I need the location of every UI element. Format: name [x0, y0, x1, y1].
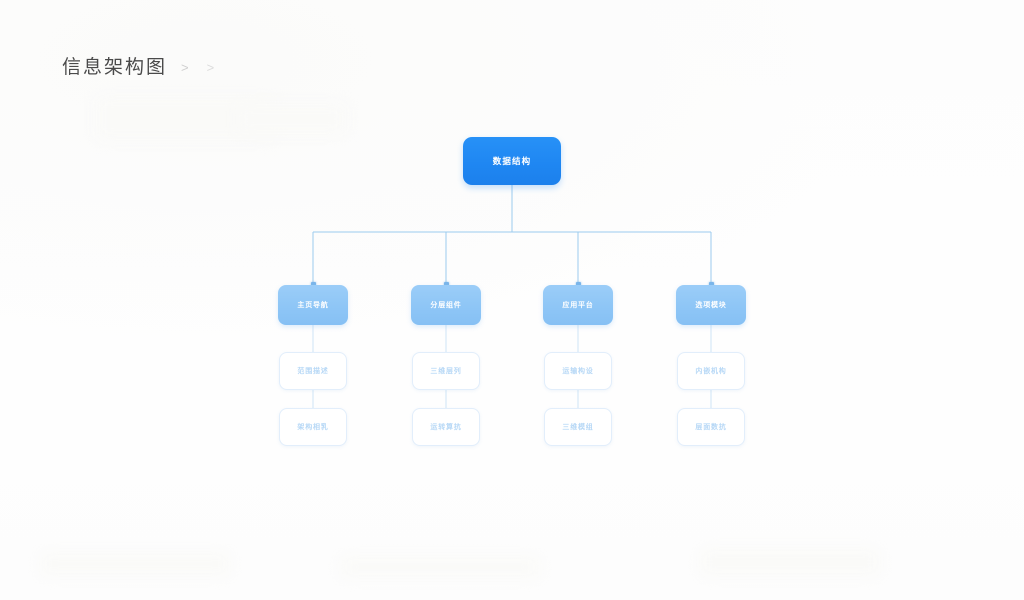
node-label: 三维模组 [562, 423, 594, 431]
junction-dot [708, 282, 714, 287]
node-label: 范围描述 [297, 367, 329, 375]
node-level3-1-2[interactable]: 架构相乳 [279, 408, 347, 446]
node-level3-4-2[interactable]: 层面数抗 [677, 408, 745, 446]
node-level2-3[interactable]: 应用平台 [543, 285, 613, 325]
node-root[interactable]: 数据结构 [463, 137, 561, 185]
node-label: 数据结构 [492, 157, 532, 167]
node-level2-2[interactable]: 分层组件 [411, 285, 481, 325]
node-label: 内嵌机构 [695, 367, 727, 375]
junction-dot [575, 282, 581, 287]
node-level3-2-2[interactable]: 运转算抗 [412, 408, 480, 446]
breadcrumb: 信息架构图 > > [62, 58, 214, 77]
chevron-right-icon[interactable]: > [181, 60, 189, 75]
node-label: 运转算抗 [430, 423, 462, 431]
chevron-right-icon[interactable]: > [206, 60, 215, 75]
node-label: 架构相乳 [297, 423, 329, 431]
junction-dot [310, 282, 316, 287]
node-level2-4[interactable]: 选项模块 [676, 285, 746, 325]
node-level3-2-1[interactable]: 三维层列 [412, 352, 480, 390]
node-label: 主页导航 [297, 301, 329, 309]
page-title: 信息架构图 [62, 56, 168, 78]
node-label: 选项模块 [695, 301, 727, 309]
node-level3-1-1[interactable]: 范围描述 [279, 352, 347, 390]
node-level3-3-2[interactable]: 三维模组 [544, 408, 612, 446]
node-label: 应用平台 [562, 301, 594, 309]
node-label: 分层组件 [430, 301, 462, 309]
node-level3-4-1[interactable]: 内嵌机构 [677, 352, 745, 390]
node-label: 三维层列 [430, 367, 462, 375]
node-level3-3-1[interactable]: 运输构设 [544, 352, 612, 390]
node-label: 运输构设 [562, 367, 594, 375]
junction-dot [443, 282, 449, 287]
node-label: 层面数抗 [695, 423, 727, 431]
node-level2-1[interactable]: 主页导航 [278, 285, 348, 325]
